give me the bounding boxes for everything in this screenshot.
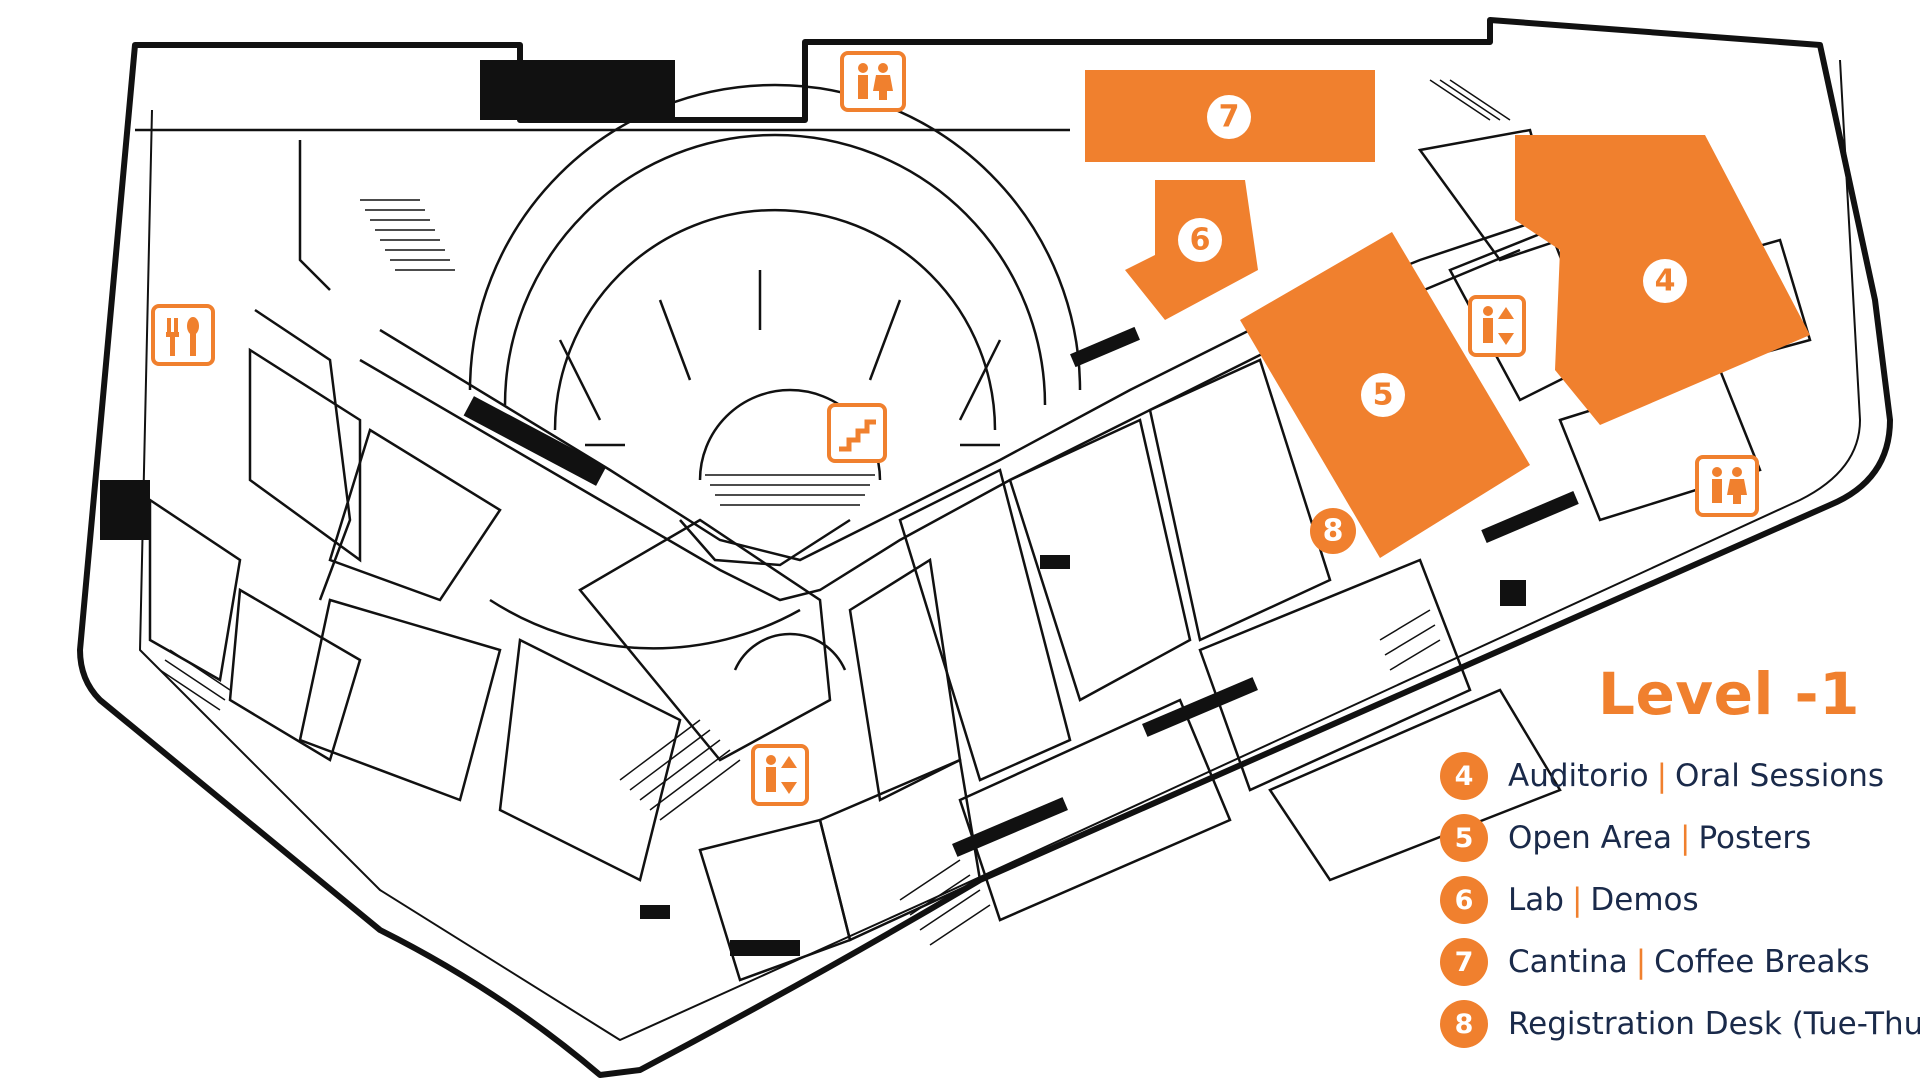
zone-8-number: 8 (1323, 514, 1344, 549)
legend-label: Open Area|Posters (1508, 820, 1811, 856)
legend-room-name: Cantina (1508, 944, 1628, 980)
stairs-icon (827, 403, 887, 463)
legend-badge: 6 (1440, 876, 1488, 924)
zone-4-number: 4 (1655, 264, 1676, 299)
zone-4-badge (1643, 259, 1687, 303)
zone-8-badge (1310, 508, 1356, 554)
legend-separator: | (1571, 882, 1583, 918)
legend-label: Registration Desk (Tue-Thu) (1508, 1006, 1920, 1042)
zone-7-number: 7 (1219, 100, 1240, 135)
building-outline (77, 17, 1893, 1078)
legend-item-7: 7 Cantina|Coffee Breaks (1440, 931, 1920, 993)
legend-label: Lab|Demos (1508, 882, 1699, 918)
legend-label: Cantina|Coffee Breaks (1508, 944, 1870, 980)
legend-badge: 7 (1440, 938, 1488, 986)
legend-room-use: Posters (1698, 820, 1812, 856)
zone-7-badge (1207, 95, 1251, 139)
legend-badge: 5 (1440, 814, 1488, 862)
zone-6-number: 6 (1190, 223, 1211, 258)
legend-badge: 4 (1440, 752, 1488, 800)
level-title: Level -1 (1598, 660, 1860, 728)
legend-item-4: 4 Auditorio|Oral Sessions (1440, 745, 1920, 807)
legend: 4 Auditorio|Oral Sessions 5 Open Area|Po… (1440, 745, 1920, 1055)
elevator-icon (751, 744, 809, 806)
legend-separator: | (1680, 820, 1691, 856)
legend-item-5: 5 Open Area|Posters (1440, 807, 1920, 869)
legend-room-use: Coffee Breaks (1654, 944, 1870, 980)
legend-separator: | (1635, 944, 1647, 980)
legend-item-8: 8 Registration Desk (Tue-Thu) (1440, 993, 1920, 1055)
legend-badge: 8 (1440, 1000, 1488, 1048)
legend-room-name: Auditorio (1508, 758, 1649, 794)
zone-6-badge (1178, 218, 1222, 262)
wall-blocks (100, 60, 1579, 956)
central-atrium (468, 83, 1082, 671)
legend-room-name: Registration Desk (Tue-Thu) (1508, 1006, 1920, 1042)
restaurant-icon (151, 304, 215, 366)
stairs-hatching (159, 79, 1511, 946)
legend-room-name: Lab (1508, 882, 1564, 918)
zone-markers: 7 6 4 5 8 (1178, 95, 1687, 554)
elevator-icon (1468, 295, 1526, 357)
legend-room-use: Oral Sessions (1675, 758, 1885, 794)
legend-item-6: 6 Lab|Demos (1440, 869, 1920, 931)
legend-room-name: Open Area (1508, 820, 1672, 856)
restroom-icon (840, 51, 906, 112)
zone-5-badge (1361, 373, 1405, 417)
legend-room-use: Demos (1590, 882, 1699, 918)
legend-label: Auditorio|Oral Sessions (1508, 758, 1884, 794)
legend-separator: | (1656, 758, 1668, 794)
restroom-icon (1695, 455, 1759, 517)
zone-5-number: 5 (1373, 378, 1394, 413)
